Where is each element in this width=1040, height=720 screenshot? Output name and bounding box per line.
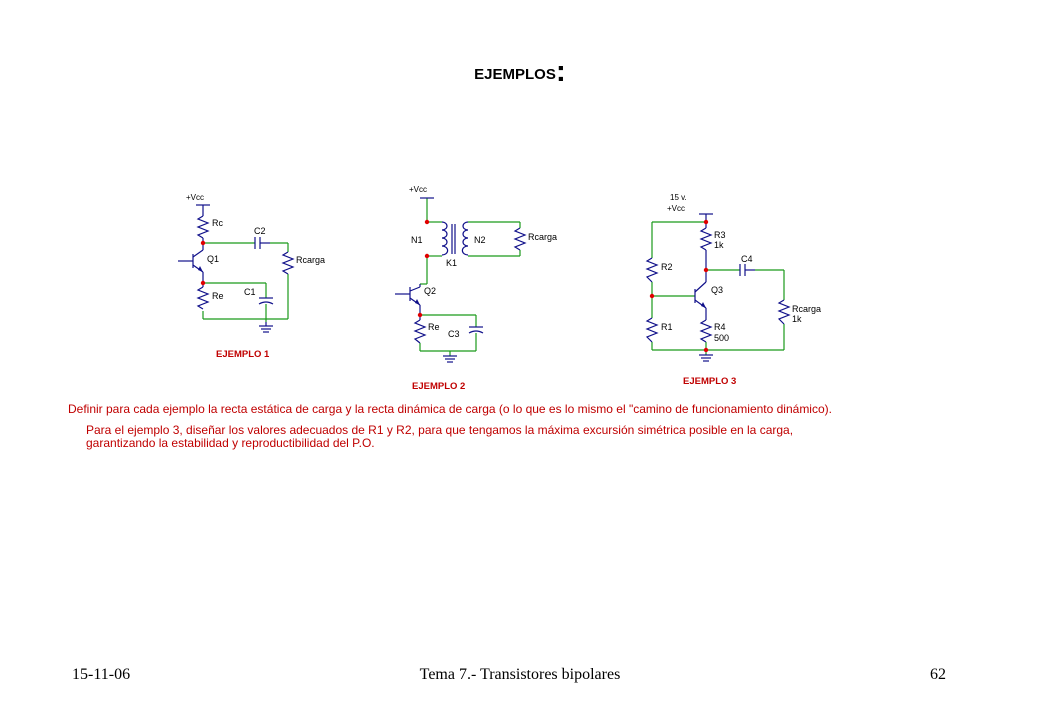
instruction-line-2: Para el ejemplo 3, diseñar los valores a… xyxy=(86,423,794,437)
ex1-caption: EJEMPLO 1 xyxy=(216,349,270,360)
ex2-n2-label: N2 xyxy=(474,235,486,245)
ex3-rcarga-label: Rcarga xyxy=(792,304,821,314)
ex1-vcc-label: +Vcc xyxy=(186,193,204,202)
footer-topic: Tema 7.- Transistores bipolares xyxy=(419,666,621,683)
ex2-n1-label: N1 xyxy=(411,235,423,245)
ex3-r2-label: R2 xyxy=(661,262,673,272)
ex2-k1-label: K1 xyxy=(446,258,457,268)
ex1-rc-label: Rc xyxy=(212,218,223,228)
ex2-rcarga-label: Rcarga xyxy=(528,232,557,242)
circuit-example-1: +Vcc Rc C2 Q1 Rcarga Re C1 EJEMPLO 1 xyxy=(178,193,325,360)
ex1-rcarga-label: Rcarga xyxy=(296,255,325,265)
ex2-re-label: Re xyxy=(428,322,440,332)
circuit-example-2: +Vcc N1 N2 K1 Rcarga Q2 Re C3 EJEMPLO 2 xyxy=(395,185,557,392)
ex3-r4-value: 500 xyxy=(714,333,729,343)
footer-page-number: 62 xyxy=(930,666,946,683)
footer-date: 15-11-06 xyxy=(72,666,131,683)
ex3-caption: EJEMPLO 3 xyxy=(683,376,736,387)
ex2-q2-label: Q2 xyxy=(424,286,436,296)
ex3-r3-label: R3 xyxy=(714,230,726,240)
slide-title: EJEMPLOS: xyxy=(0,57,1040,87)
ex2-vcc-label: +Vcc xyxy=(409,185,427,194)
ex3-vsupply-label: 15 v. xyxy=(670,193,687,202)
ex3-vcc-label: +Vcc xyxy=(667,204,685,213)
ex3-r4-label: R4 xyxy=(714,322,726,332)
ex2-c3-label: C3 xyxy=(448,329,460,339)
ex3-rcarga-value: 1k xyxy=(792,314,802,324)
instruction-line-3: garantizando la estabilidad y reproducti… xyxy=(86,436,375,450)
ex3-r1-label: R1 xyxy=(661,322,673,332)
slide-title-text: EJEMPLOS xyxy=(474,66,556,83)
ex2-caption: EJEMPLO 2 xyxy=(412,381,465,392)
ex1-c2-label: C2 xyxy=(254,226,266,236)
ex1-q1-label: Q1 xyxy=(207,254,219,264)
instruction-line-1: Definir para cada ejemplo la recta estát… xyxy=(68,402,832,416)
ex1-c1-label: C1 xyxy=(244,287,256,297)
ex3-r3-value: 1k xyxy=(714,240,724,250)
slide-title-colon: : xyxy=(555,55,566,88)
ex1-re-label: Re xyxy=(212,291,224,301)
ex3-c4-label: C4 xyxy=(741,254,753,264)
ex3-q3-label: Q3 xyxy=(711,285,723,295)
circuit-example-3: 15 v. +Vcc R3 1k C4 R2 Q3 Rcarga 1k R1 R… xyxy=(645,193,821,387)
